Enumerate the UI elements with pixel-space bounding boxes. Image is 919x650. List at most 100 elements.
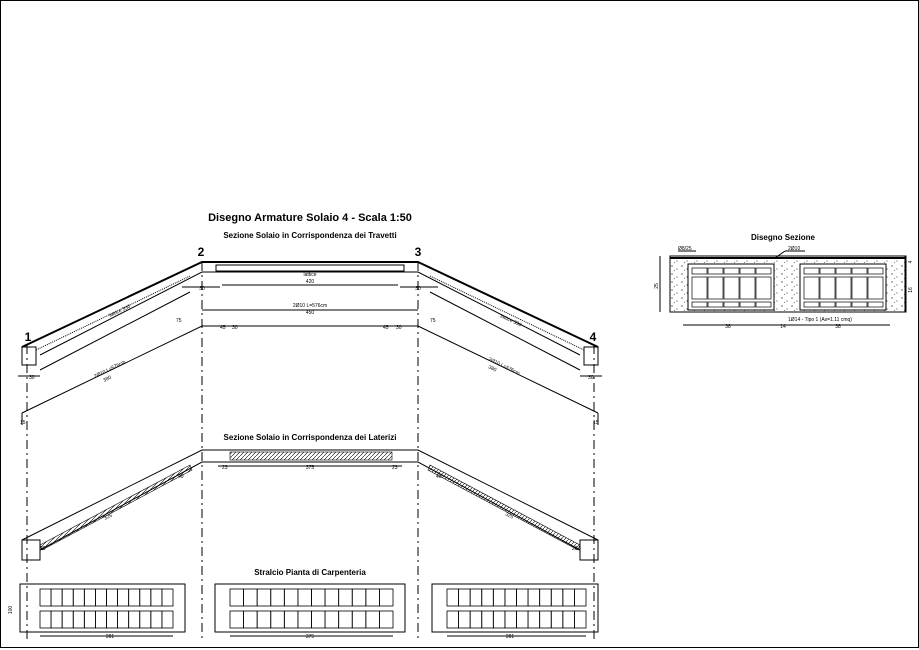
plan-brick	[50, 610, 63, 629]
brick-block	[799, 263, 887, 311]
plan-brick	[574, 610, 587, 629]
plan-brick	[61, 610, 74, 629]
plan-view	[19, 583, 599, 637]
plan-brick	[270, 588, 285, 607]
section-detail-dimensions: Ø8/25 2Ø10 25 4 16 1Ø14 - Tipo 1 (As=1.1…	[654, 246, 914, 330]
plan-title: Stralcio Pianta di Carpenteria	[254, 568, 366, 577]
plan-brick	[311, 610, 326, 629]
plan-brick	[150, 588, 163, 607]
svg-text:375: 375	[306, 465, 315, 471]
plan-brick	[311, 588, 326, 607]
plan-brick	[229, 610, 244, 629]
plan-brick	[106, 588, 118, 607]
svg-text:30: 30	[29, 375, 35, 381]
plan-brick	[562, 588, 575, 607]
brick-dimensions: 23 375 23 325 325 20 20 40 40	[40, 465, 578, 552]
plan-brick	[256, 588, 272, 607]
plan-brick	[117, 588, 130, 607]
plan-brick	[539, 588, 552, 607]
plan-brick	[297, 610, 312, 629]
plan-brick	[516, 610, 529, 629]
svg-text:2Ø10 L=576cm: 2Ø10 L=576cm	[293, 303, 327, 309]
svg-text:40: 40	[436, 474, 442, 480]
plan-brick	[106, 610, 118, 629]
svg-text:40: 40	[178, 474, 184, 480]
svg-text:2Ø10: 2Ø10	[788, 246, 800, 252]
plan-brick	[550, 588, 564, 607]
plan-brick	[469, 588, 483, 607]
joist-section	[18, 261, 602, 425]
plan-brick	[270, 610, 285, 629]
svg-text:4: 4	[908, 260, 914, 263]
axis-label-4: 4	[590, 330, 597, 344]
svg-text:100: 100	[8, 606, 14, 615]
svg-text:30: 30	[232, 325, 238, 331]
section-joists-title: Sezione Solaio in Corrispondenza dei Tra…	[223, 231, 396, 240]
plan-brick	[351, 610, 367, 629]
plan-brick	[297, 588, 312, 607]
plan-brick	[128, 610, 141, 629]
svg-text:lattice 330: lattice 330	[499, 313, 522, 328]
svg-text:lattice: lattice	[303, 272, 316, 278]
plan-brick	[83, 588, 96, 607]
plan-brick	[161, 610, 174, 629]
svg-text:281: 281	[106, 634, 115, 640]
plan-brick	[492, 588, 506, 607]
svg-text:20: 20	[572, 546, 578, 552]
joist-dimensions: lattice 420 30 30 2Ø10 L=576cm 450 45 30…	[20, 272, 599, 426]
plan-brick	[550, 610, 564, 629]
svg-text:375: 375	[306, 634, 315, 640]
drawing-title: Disegno Armature Solaio 4 - Scala 1:50	[208, 212, 412, 224]
plan-bay	[19, 583, 186, 633]
svg-text:420: 420	[306, 279, 315, 285]
plan-brick	[128, 588, 141, 607]
axis-label-3: 3	[415, 245, 422, 259]
plan-brick	[72, 610, 85, 629]
plan-brick	[83, 610, 96, 629]
plan-brick	[365, 588, 380, 607]
svg-text:14: 14	[780, 324, 786, 330]
svg-text:45: 45	[383, 325, 389, 331]
plan-brick	[72, 588, 85, 607]
svg-text:325: 325	[504, 511, 514, 520]
brick-block	[687, 263, 775, 311]
svg-text:30: 30	[396, 325, 402, 331]
svg-text:325: 325	[103, 513, 113, 522]
plan-brick	[338, 610, 353, 629]
plan-brick	[574, 588, 587, 607]
axis-label-1: 1	[25, 330, 32, 344]
svg-text:75: 75	[430, 318, 436, 324]
plan-brick	[39, 610, 52, 629]
plan-brick	[283, 588, 299, 607]
section-detail	[659, 250, 907, 326]
plan-brick	[527, 610, 541, 629]
axis-label-2: 2	[198, 245, 205, 259]
plan-brick	[527, 588, 541, 607]
svg-text:30: 30	[199, 286, 205, 292]
plan-brick	[446, 588, 459, 607]
plan-brick	[492, 610, 506, 629]
plan-brick	[338, 588, 353, 607]
svg-text:281: 281	[506, 634, 515, 640]
plan-brick	[50, 588, 63, 607]
plan-brick	[39, 588, 52, 607]
plan-brick	[504, 610, 517, 629]
plan-dimensions: 100 281 375 281	[8, 606, 514, 640]
svg-text:30: 30	[588, 375, 594, 381]
plan-brick	[469, 610, 483, 629]
plan-brick	[95, 588, 107, 607]
plan-brick	[161, 588, 174, 607]
svg-text:23: 23	[222, 465, 228, 471]
plan-brick	[504, 588, 517, 607]
plan-brick	[139, 610, 152, 629]
plan-brick	[117, 610, 130, 629]
svg-text:30: 30	[415, 286, 421, 292]
svg-text:15: 15	[593, 420, 599, 426]
plan-brick	[446, 610, 459, 629]
svg-text:380: 380	[487, 364, 497, 373]
plan-brick	[351, 588, 367, 607]
plan-brick	[256, 610, 272, 629]
plan-brick	[139, 588, 152, 607]
plan-brick	[539, 610, 552, 629]
plan-brick	[150, 610, 163, 629]
